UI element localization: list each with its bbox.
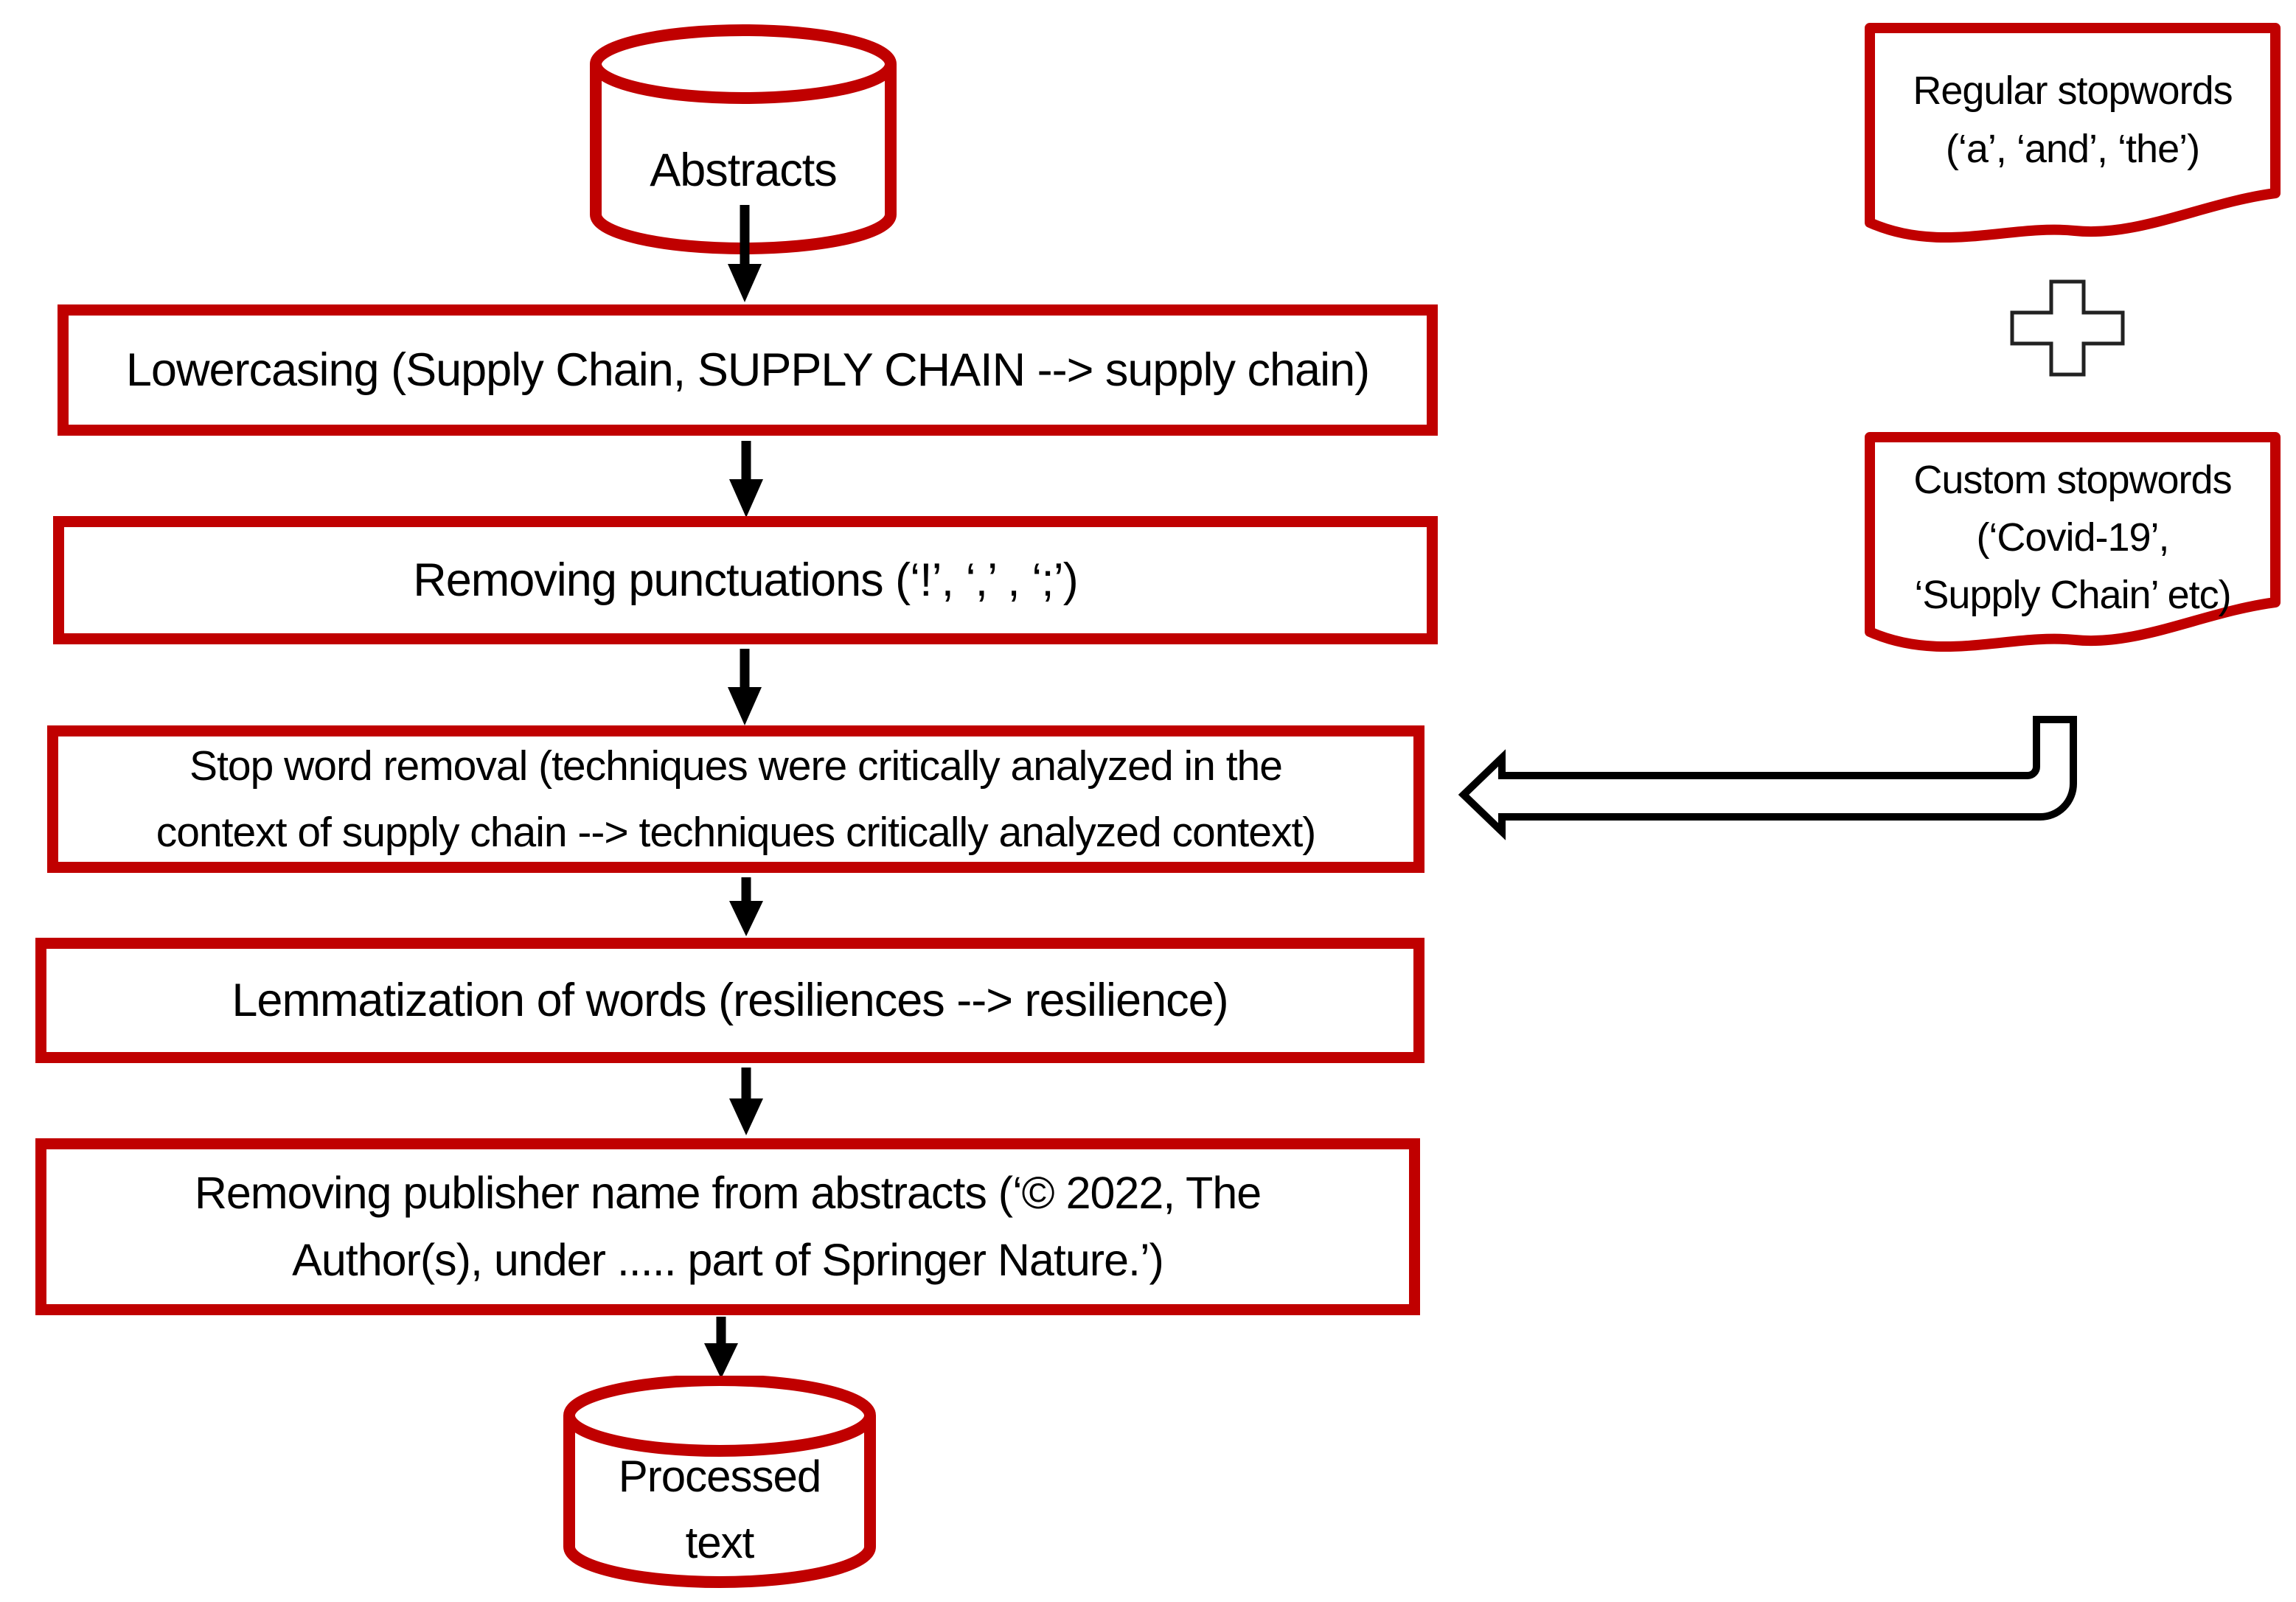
custom-stopwords-line3: ‘Supply Chain’ etc) [1914,573,2231,618]
abstracts-label: Abstracts [650,144,838,196]
regular-stopwords-document: Regular stopwords (‘a’, ‘and’, ‘the’) [1864,22,2281,252]
step-label-line2: context of supply chain --> techniques c… [156,809,1317,856]
down-arrow-icon [729,441,763,518]
step-label: Removing punctuations (‘!’, ‘,’ , ‘;’) [413,554,1079,606]
regular-stopwords-line1: Regular stopwords [1913,69,2233,114]
cylinder-icon [563,1376,876,1588]
regular-stopwords-line2: (‘a’, ‘and’, ‘the’) [1945,126,2200,171]
step-box-stop-word-removal: Stop word removal (techniques were criti… [47,725,1424,873]
custom-stopwords-line2: (‘Covid-19’, [1976,515,2169,560]
step-box-removing-publisher-name: Removing publisher name from abstracts (… [35,1138,1420,1315]
document-icon [1865,23,2281,243]
processed-text-datastore: Processed text [562,1376,877,1589]
down-arrow-icon [728,649,762,725]
processed-text-label: Processed text [618,1452,821,1567]
step-box-lemmatization: Lemmatization of words (resiliences --> … [35,938,1424,1063]
down-arrow-icon [729,877,763,936]
step-box-lowercasing: Lowercasing (Supply Chain, SUPPLY CHAIN … [58,304,1438,436]
down-arrow-icon [704,1317,738,1379]
step-label-line1: Removing publisher name from abstracts (… [194,1167,1262,1218]
custom-stopwords-line1: Custom stopwords [1913,457,2232,502]
step-box-removing-punctuations: Removing punctuations (‘!’, ‘,’ , ‘;’) [53,516,1438,644]
step-label: Lemmatization of words (resiliences --> … [232,974,1228,1026]
step-label-line2: Author(s), under ..... part of Springer … [292,1235,1164,1285]
step-label-line1: Stop word removal (techniques were criti… [189,742,1283,790]
custom-stopwords-document: Custom stopwords (‘Covid-19’, ‘Supply Ch… [1864,431,2281,661]
plus-icon [2009,279,2126,377]
down-arrow-icon [728,205,762,302]
down-arrow-icon [729,1068,763,1135]
document-icon [1865,432,2281,652]
step-label: Lowercasing (Supply Chain, SUPPLY CHAIN … [125,344,1370,396]
left-elbow-arrow-icon [1456,700,2112,859]
